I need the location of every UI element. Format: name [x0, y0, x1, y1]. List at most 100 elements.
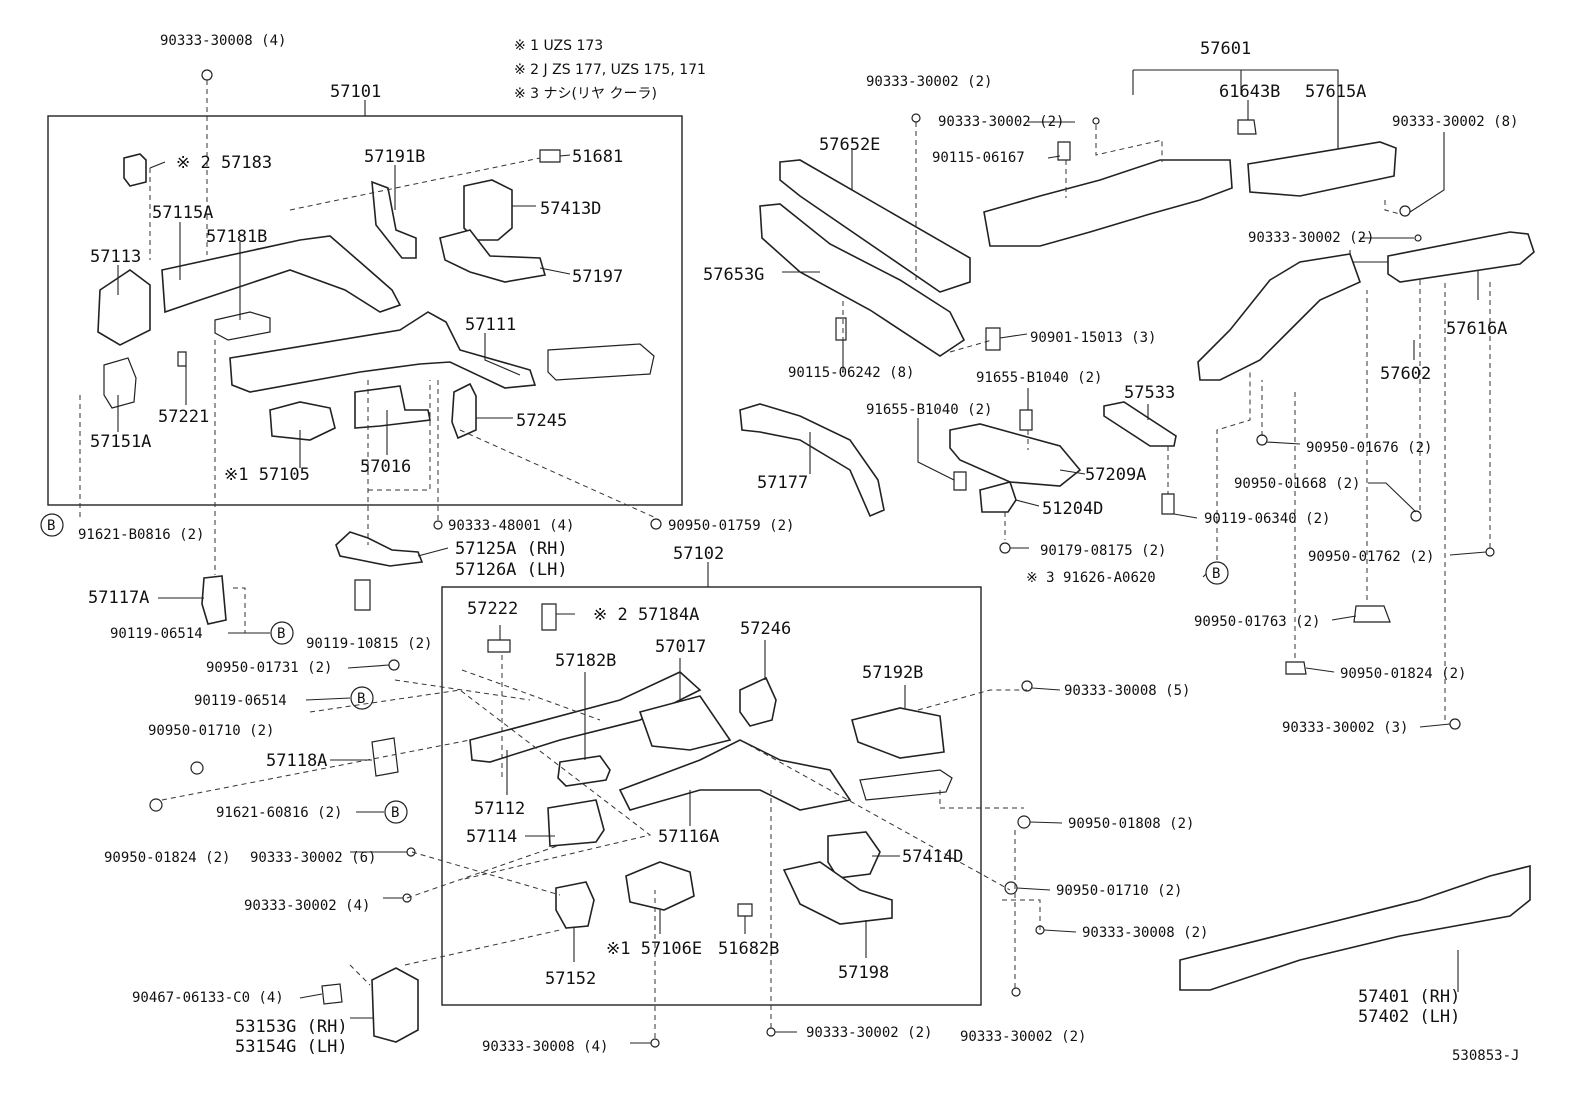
label-57197: 57197 [572, 267, 623, 287]
label-51682B: 51682B [718, 939, 779, 959]
fastener-label: 90333-30002 (2) [960, 1029, 1086, 1045]
grommet-icon [406, 847, 416, 857]
fastener-label: 90179-08175 (2) [1040, 543, 1166, 559]
label-57113: 57113 [90, 247, 141, 267]
part-57116A-shape [618, 739, 852, 811]
part-51204D-shape [979, 481, 1017, 513]
note-2: ※ 2 J ZS 177, UZS 175, 171 [514, 62, 706, 78]
label-53153G: 53153G (RH) [235, 1017, 348, 1037]
label-57245: 57245 [516, 411, 567, 431]
grommet-icon [190, 761, 204, 775]
ref-b-marker: B [47, 518, 55, 534]
fastener-label: 90950-01710 (2) [1056, 883, 1182, 899]
label-57182B: 57182B [555, 651, 616, 671]
ref-b-marker: B [357, 691, 365, 707]
part-57615A-shape [1247, 141, 1397, 197]
part-57184A-shape [541, 603, 557, 631]
bolt-90115-06242-shape [835, 317, 847, 341]
bolt-90901-shape [985, 327, 1001, 351]
clip-90467-shape [321, 983, 343, 1005]
label-57652E: 57652E [819, 135, 880, 155]
grommet-icon [201, 69, 213, 81]
fastener-label: 90333-30008 (2) [1082, 925, 1208, 941]
fastener-label: 90333-30002 (2) [938, 114, 1064, 130]
part-57221-shape [177, 351, 187, 367]
label-57246: 57246 [740, 619, 791, 639]
label-57402: 57402 (LH) [1358, 1007, 1460, 1027]
label-57602: 57602 [1380, 364, 1431, 384]
part-57117A-shape [201, 575, 227, 625]
grommet-icon [433, 520, 443, 530]
grommet-icon [1410, 510, 1422, 522]
fastener-label: 90950-01762 (2) [1308, 549, 1434, 565]
part-57182B-shape [557, 755, 611, 787]
part-57198-shape [782, 861, 893, 925]
grommet-icon [1021, 680, 1033, 692]
part-57105-shape [269, 401, 336, 441]
fastener-label: 90333-30002 (3) [1282, 720, 1408, 736]
fastener-label: 91655-B1040 (2) [866, 402, 992, 418]
part-53153G-shape [371, 967, 419, 1043]
label-57181B: 57181B [206, 227, 267, 247]
part-57111-shape [229, 311, 537, 393]
fastener-label: 90333-48001 (4) [448, 518, 574, 534]
grommet-icon [1011, 987, 1021, 997]
fastener-label: 90333-30002 (2) [866, 74, 992, 90]
part-57113-shape [97, 269, 151, 346]
fastener-label: 90333-30008 (5) [1064, 683, 1190, 699]
label-51204D: 51204D [1042, 499, 1103, 519]
grommet-icon [388, 659, 400, 671]
fastener-label: 90333-30002 (2) [806, 1025, 932, 1041]
grommet-icon [650, 1038, 660, 1048]
part-57246-shape [739, 676, 777, 727]
fastener-label: 91621-B0816 (2) [78, 527, 204, 543]
fastener-label: 90950-01763 (2) [1194, 614, 1320, 630]
part-57616A-shape [1387, 231, 1535, 283]
grommet-icon [911, 113, 921, 123]
grommet-icon [149, 798, 163, 812]
part-57652E-shape [779, 159, 971, 293]
label-57222: 57222 [467, 599, 518, 619]
document-id: 530853-J [1452, 1048, 1519, 1064]
part-57413D-shape [463, 179, 513, 241]
grommet-icon [766, 1027, 776, 1037]
part-57177-shape [739, 403, 885, 518]
fastener-label: 90467-06133-C0 (4) [132, 990, 284, 1006]
part-57653G-shape [759, 203, 966, 357]
fastener-label: 90333-30008 (4) [160, 33, 286, 49]
fastener-label: 90901-15013 (3) [1030, 330, 1156, 346]
part-57181B-shape [214, 311, 271, 341]
label-53154G: 53154G (LH) [235, 1037, 348, 1057]
label-57413D: 57413D [540, 199, 601, 219]
bolt-91655-b-shape [953, 471, 967, 491]
label-57401: 57401 (RH) [1358, 987, 1460, 1007]
label-57414D: 57414D [902, 847, 963, 867]
part-57017-shape [638, 695, 732, 751]
fastener-label: 90950-01759 (2) [668, 518, 794, 534]
label-57114: 57114 [466, 827, 517, 847]
part-51681-shape [539, 149, 561, 163]
label-57221: 57221 [158, 407, 209, 427]
fastener-label: 91655-B1040 (2) [976, 370, 1102, 386]
fastener-label: 90950-01668 (2) [1234, 476, 1360, 492]
part-57111b-shape [547, 343, 655, 381]
label-57101: 57101 [330, 82, 381, 102]
part-57533-shape [1103, 401, 1177, 447]
part-57209A-shape [949, 423, 1082, 487]
fastener-label: 90950-01676 (2) [1306, 440, 1432, 456]
label-57209A: 57209A [1085, 465, 1146, 485]
fastener-label: 90950-01824 (2) [1340, 666, 1466, 682]
part-57114-shape [547, 799, 605, 847]
label-57117A: 57117A [88, 588, 149, 608]
ref-b-marker: B [1212, 566, 1220, 582]
fastener-label: 90333-30002 (2) [1248, 230, 1374, 246]
label-57115A: 57115A [152, 203, 213, 223]
part-57192B-shape [851, 707, 945, 759]
label-57615A: 57615A [1305, 82, 1366, 102]
label-57616A: 57616A [1446, 319, 1507, 339]
label-57653G: 57653G [703, 265, 764, 285]
label-57118A: 57118A [266, 751, 327, 771]
fastener-label: 90119-06514 [194, 693, 287, 709]
